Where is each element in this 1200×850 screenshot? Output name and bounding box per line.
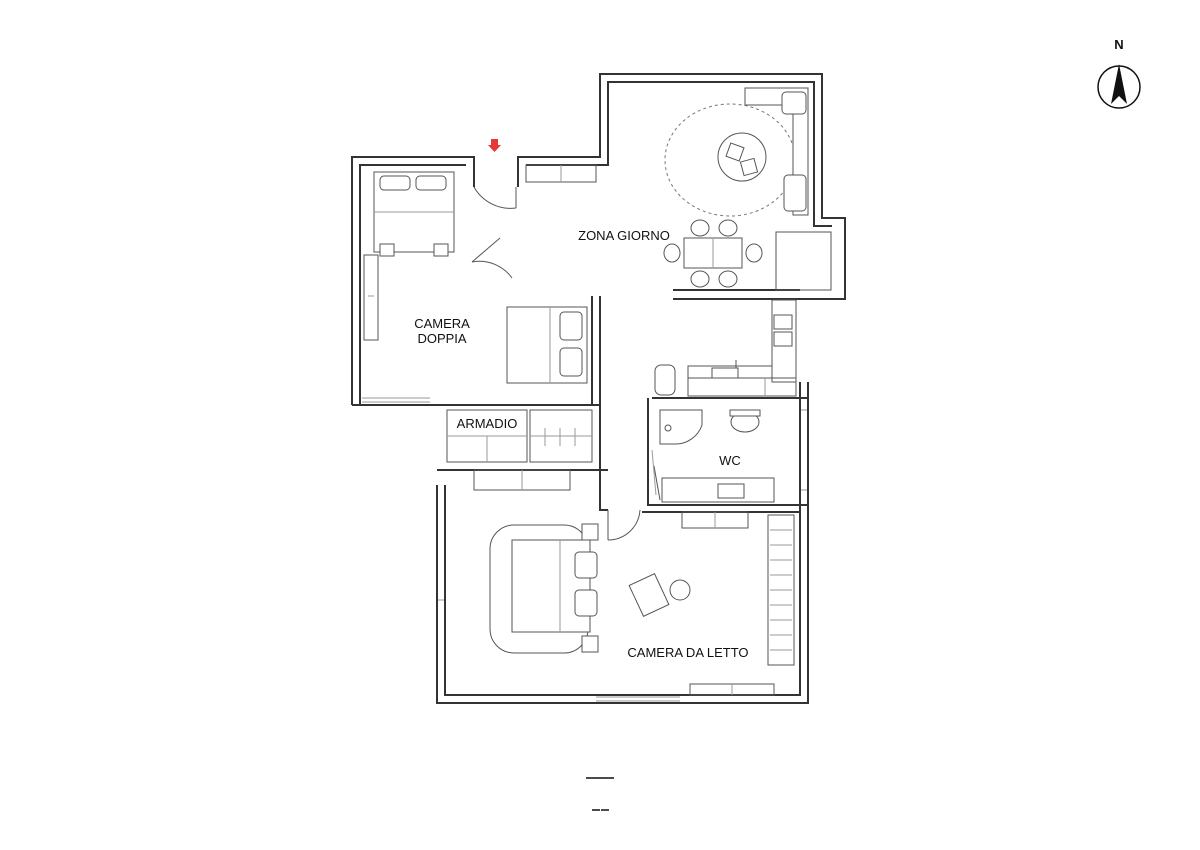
windows bbox=[362, 164, 807, 702]
outer-walls bbox=[351, 73, 846, 704]
room-label-camera-doppia-line1: CAMERA bbox=[414, 316, 470, 331]
north-arrow-icon bbox=[1111, 64, 1127, 104]
bedroom-furniture bbox=[489, 514, 795, 666]
room-label-wc: WC bbox=[719, 453, 741, 468]
bathroom-fixtures bbox=[651, 409, 775, 503]
compass-label: N bbox=[1114, 37, 1123, 52]
room-label-armadio: ARMADIO bbox=[457, 416, 518, 431]
compass: N bbox=[1097, 37, 1141, 109]
room-label-camera-da-letto: CAMERA DA LETTO bbox=[627, 645, 748, 660]
kitchen-furniture bbox=[654, 299, 797, 397]
scale-marks bbox=[586, 777, 614, 811]
double-room-furniture bbox=[363, 171, 588, 384]
doors bbox=[471, 186, 661, 541]
room-label-zona-giorno: ZONA GIORNO bbox=[578, 228, 670, 243]
living-room-furniture bbox=[663, 87, 832, 291]
wardrobe-furniture bbox=[446, 409, 593, 463]
room-label-camera-doppia-line2: DOPPIA bbox=[417, 331, 466, 346]
entrance-arrow-icon bbox=[488, 139, 501, 152]
